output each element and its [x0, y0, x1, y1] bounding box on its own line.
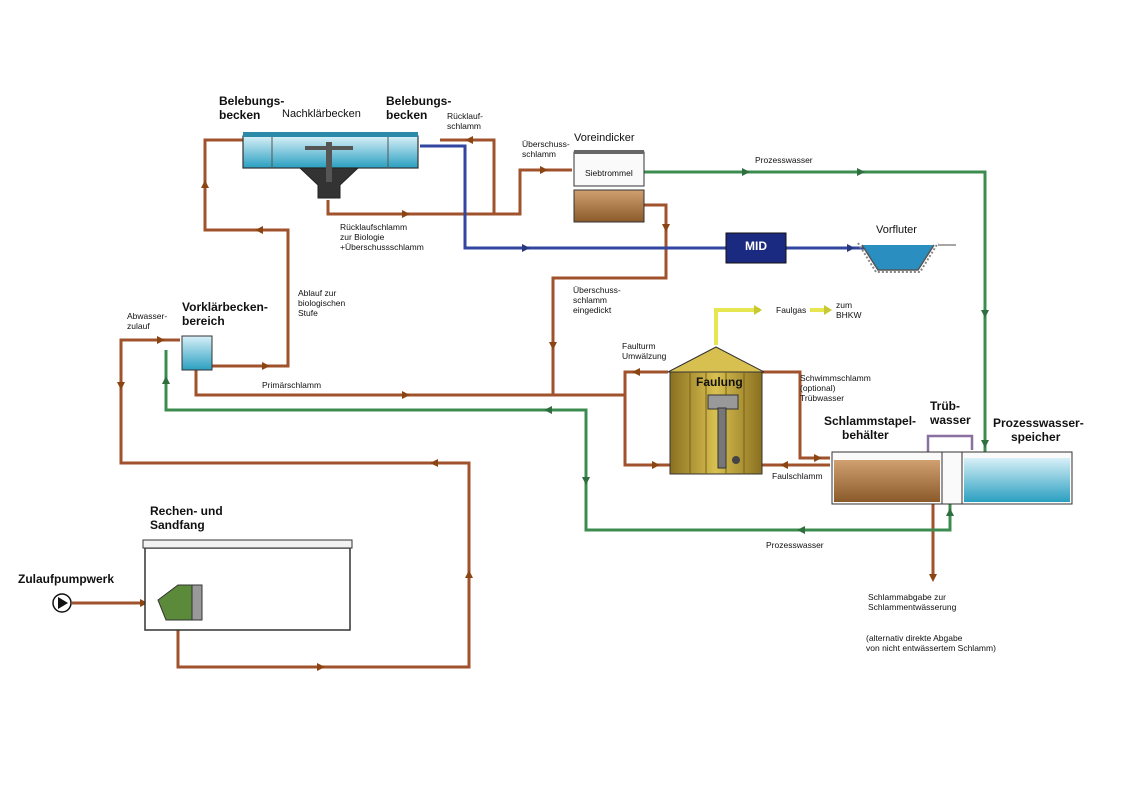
label-nachklaerbecken: Nachklärbecken: [282, 108, 361, 120]
label-vorklaerbecken: Vorklärbecken-bereich: [182, 300, 268, 328]
truebwasser-line: [926, 434, 974, 462]
label-vorfluter: Vorfluter: [876, 224, 917, 236]
belebungs-nachklaer-tank: [242, 132, 419, 199]
label-truebwasser: Trüb-wasser: [930, 399, 971, 427]
label-schlammstapelbehaelter: Schlammstapel-behälter: [824, 414, 917, 442]
sludge-arrows: [117, 136, 937, 671]
schlammstapel-tank: [831, 451, 963, 505]
label-mid: MID: [745, 239, 767, 253]
label-schwimmschlamm: Schwimmschlamm(optional)Trübwasser: [800, 373, 871, 403]
label-belebungsbecken-left: Belebungs-becken: [219, 94, 285, 122]
process-water-arrows: [162, 168, 989, 534]
voreindicker-unit: [573, 150, 645, 223]
label-prozesswasser-top: Prozesswasser: [755, 155, 813, 165]
label-faulschlamm: Faulschlamm: [772, 471, 823, 481]
label-abwasserzulauf: Abwasser-zulauf: [127, 311, 168, 331]
clear-water-line: [420, 144, 870, 250]
label-primaerschlamm: Primärschlamm: [262, 380, 322, 390]
rechen-sandfang-building: [142, 539, 353, 631]
clear-water-arrows: [522, 244, 855, 252]
zulaufpumpwerk-pump: [52, 593, 72, 613]
label-faulung: Faulung: [696, 375, 743, 389]
label-belebungsbecken-right: Belebungs-becken: [386, 94, 452, 122]
label-prozesswasser-bottom: Prozesswasser: [766, 540, 824, 550]
label-zulaufpumpwerk: Zulaufpumpwerk: [18, 572, 115, 586]
mid-meter: [725, 232, 787, 264]
label-ueberschussschlamm: Überschuss-schlamm: [522, 139, 570, 159]
label-prozesswasserspeicher: Prozesswasser-speicher: [993, 416, 1084, 444]
label-faulgas: Faulgas: [776, 305, 807, 315]
label-siebtrommel: Siebtrommel: [585, 168, 633, 178]
label-ruecklaufschlamm-top: Rücklauf-schlamm: [447, 111, 483, 131]
faulung-digester: [667, 346, 765, 475]
label-voreindicker: Voreindicker: [574, 132, 635, 144]
gas-arrows: [754, 305, 832, 315]
process-water-lines: [164, 170, 987, 532]
vorklaerbecken-tank: [181, 335, 213, 371]
prozesswasserspeicher-tank: [961, 451, 1073, 505]
vorfluter-river: [857, 242, 956, 273]
gas-line: [714, 308, 826, 345]
